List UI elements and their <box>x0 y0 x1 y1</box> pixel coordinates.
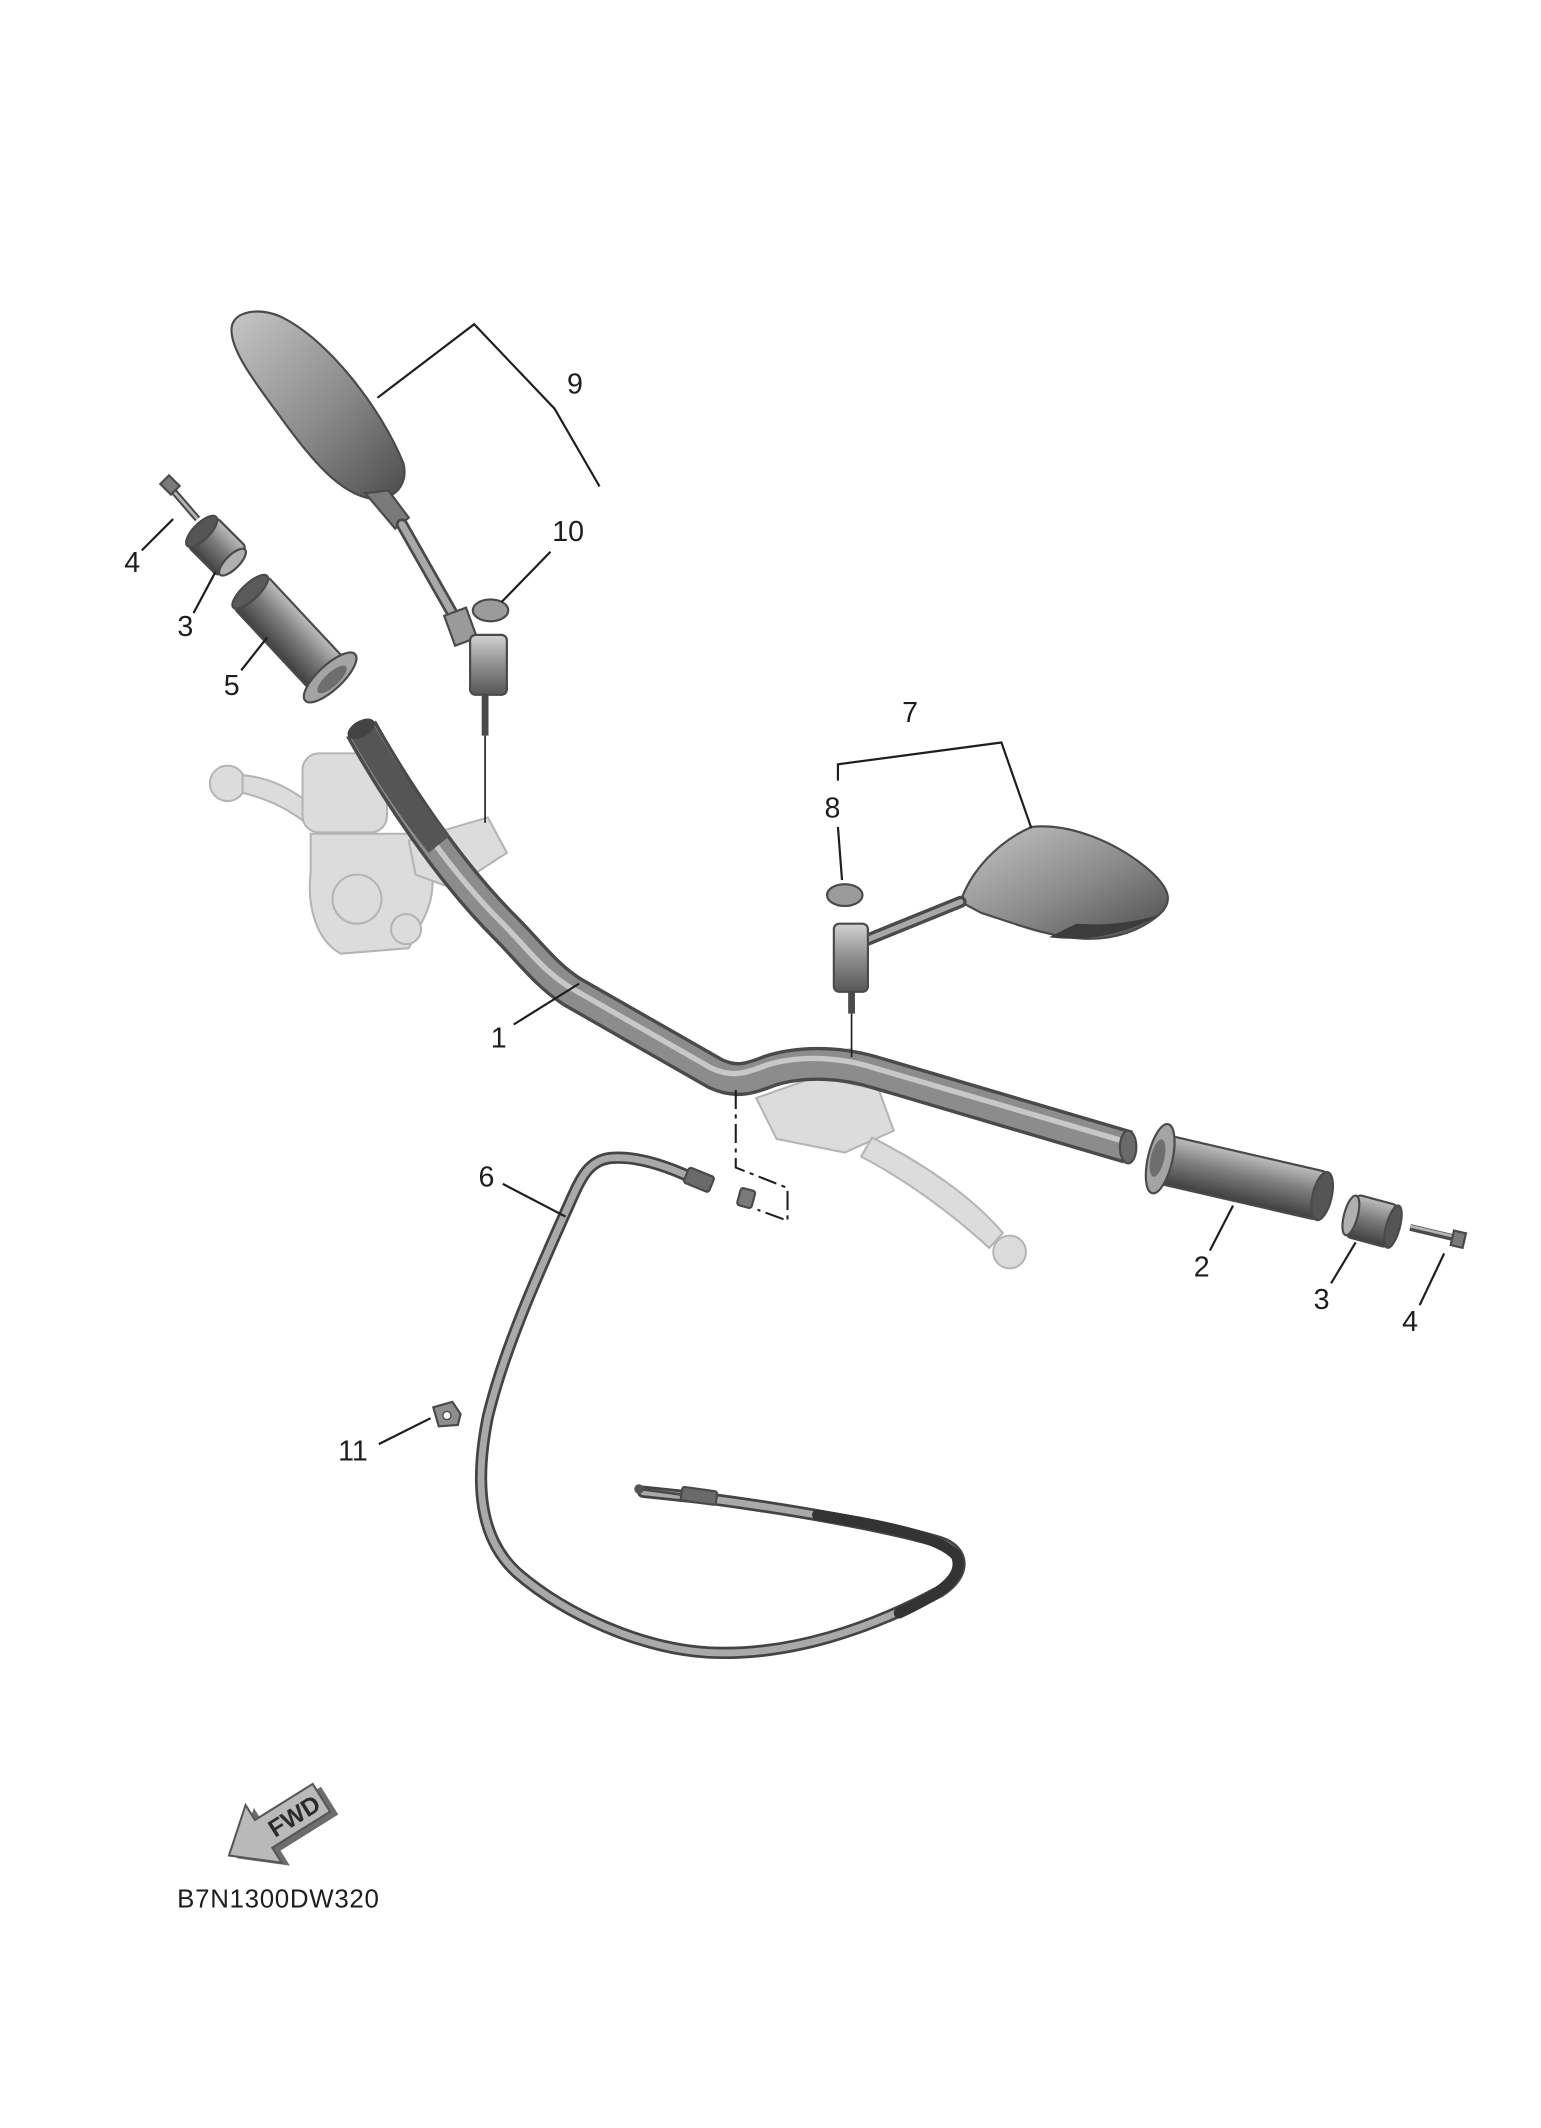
right-mirror <box>832 825 1169 1058</box>
throttle-cable-upper-fitting <box>683 1166 715 1193</box>
callout-1: 1 <box>491 1023 507 1055</box>
right-bar-end-bolt <box>1409 1224 1468 1250</box>
callout-3-right: 3 <box>1314 1284 1330 1316</box>
leader-10 <box>500 550 552 603</box>
ghost-right-lever-ball <box>992 1234 1027 1270</box>
callout-7: 7 <box>902 697 918 729</box>
ghost-left-switch <box>331 873 383 925</box>
cable-clamp-hole <box>442 1410 452 1421</box>
left-mirror-mount <box>469 633 508 696</box>
left-bar-end-weight <box>185 514 248 577</box>
handlebar <box>346 718 1138 1165</box>
left-bar-end-bolt-highlight <box>170 488 199 520</box>
left-bar-end-bolt <box>158 473 201 522</box>
ghost-left-lever-ball <box>208 764 247 803</box>
ghost-right-lever-arm <box>859 1136 1005 1250</box>
right-mirror-cap <box>825 883 864 908</box>
ghost-left-switch-small <box>390 913 423 946</box>
left-mirror-head <box>230 310 406 500</box>
handlebar-right-end <box>1118 1129 1138 1165</box>
dash-dot-indicator-line <box>734 1089 789 1223</box>
right-mirror-mount <box>832 922 869 993</box>
leader-3-left <box>192 571 217 614</box>
right-bar-end-face <box>1383 1204 1403 1249</box>
left-bar-end-bolt-head <box>158 473 182 497</box>
throttle-cable-adjuster-nut <box>736 1187 757 1210</box>
leader-4-left <box>141 518 174 552</box>
callout-9: 9 <box>567 369 583 401</box>
leader-3-right <box>1330 1241 1357 1284</box>
leader-7-bracket <box>836 741 1033 829</box>
callout-11: 11 <box>338 1435 368 1467</box>
callout-5: 5 <box>224 670 240 702</box>
leader-2 <box>1208 1205 1234 1252</box>
throttle-cable-inner-wire <box>640 1487 682 1496</box>
right-grip-end <box>1310 1170 1335 1222</box>
left-bar-end-face <box>185 514 219 548</box>
callout-4-right: 4 <box>1402 1306 1418 1338</box>
left-mirror-neck <box>363 489 411 531</box>
leader-11 <box>378 1417 432 1446</box>
cable-clamp <box>431 1400 462 1428</box>
left-grip-end <box>231 573 270 610</box>
throttle-cable-end-nipple <box>634 1484 644 1494</box>
callout-6: 6 <box>478 1162 494 1194</box>
callout-10: 10 <box>552 516 584 548</box>
right-grip <box>1144 1122 1335 1222</box>
right-bar-end-weight <box>1341 1194 1403 1249</box>
right-bar-end-inner <box>1341 1194 1361 1237</box>
handlebar-left-shade <box>349 722 449 853</box>
left-grip <box>231 573 358 704</box>
callouts: 9 10 4 3 5 7 8 1 6 2 3 4 11 <box>124 369 1418 1468</box>
callout-2: 2 <box>1194 1252 1210 1284</box>
callout-3-left: 3 <box>177 611 193 643</box>
leader-4-right <box>1418 1252 1446 1306</box>
left-bar-end-inner <box>218 547 248 577</box>
right-bar-end-bolt-highlight <box>1409 1224 1457 1239</box>
leader-8 <box>836 826 844 881</box>
fwd-arrow-face <box>227 1782 332 1865</box>
right-bar-end-bolt-head <box>1449 1229 1468 1250</box>
throttle-cable-lower-fitting <box>679 1485 719 1506</box>
leader-1 <box>513 982 580 1026</box>
diagram-code: B7N1300DW320 <box>177 1885 379 1913</box>
callout-8: 8 <box>825 792 841 824</box>
left-grip-flange-hole <box>317 665 347 694</box>
leader-9-bracket <box>376 322 601 487</box>
throttle-cable <box>474 1151 966 1660</box>
left-mirror-cap <box>471 598 510 623</box>
left-mirror-arm-highlight <box>398 521 458 620</box>
leader-5 <box>240 636 268 671</box>
leader-lines <box>141 322 1446 1446</box>
left-mirror <box>230 310 508 823</box>
right-mirror-arm-highlight <box>863 899 964 943</box>
callout-4-left: 4 <box>124 547 140 579</box>
right-grip-flange-hole <box>1149 1139 1166 1177</box>
right-mirror-shade <box>1049 915 1159 939</box>
handlebar-left-end <box>347 718 375 740</box>
leader-6 <box>502 1182 566 1218</box>
throttle-cable-dark-section <box>812 1509 964 1619</box>
